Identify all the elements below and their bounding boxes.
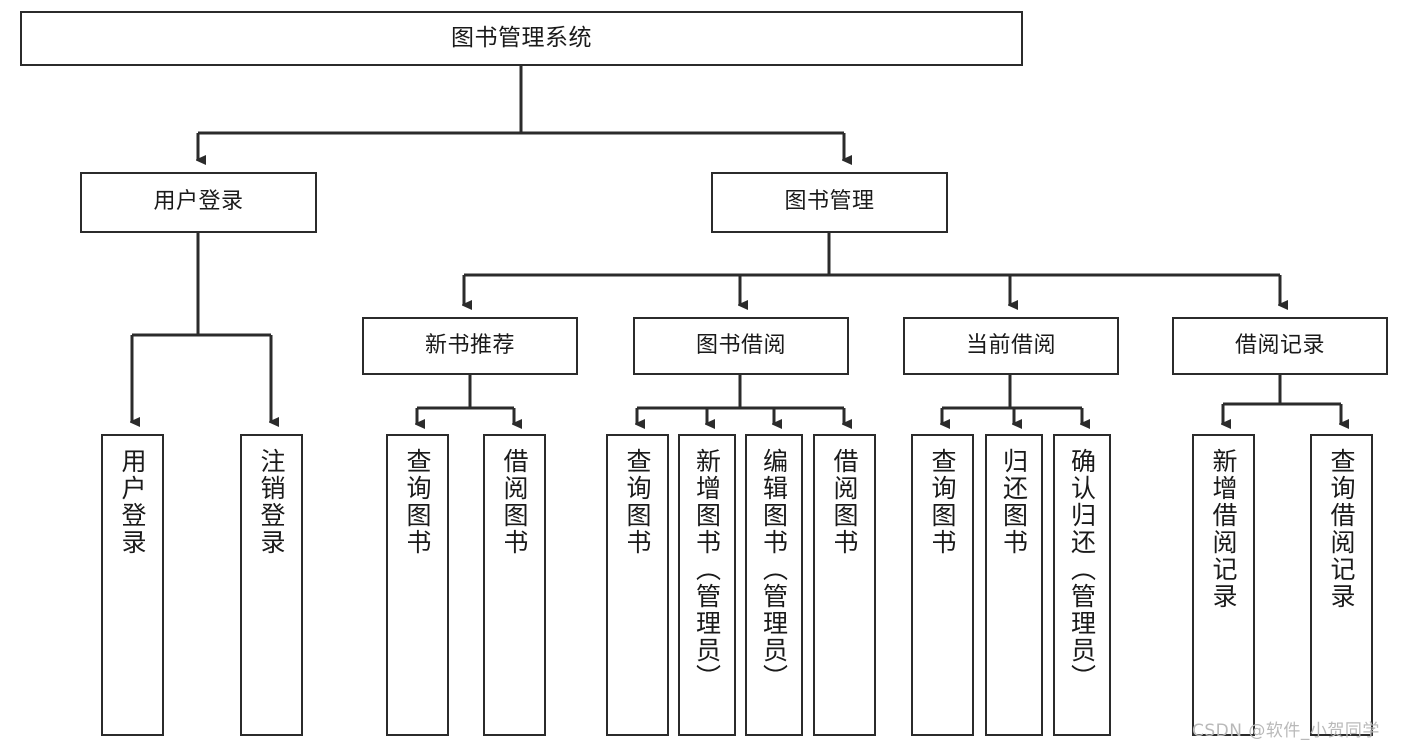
node-user-login[interactable]: 用户登录 [80,172,317,233]
node-new-book-recommend[interactable]: 新书推荐 [362,317,578,375]
node-leaf-user-login-label: 用户登录 [118,448,147,556]
node-leaf-return-book[interactable]: 归还图书 [985,434,1043,736]
node-leaf-query-record-label: 查询借阅记录 [1327,448,1356,610]
node-leaf-add-book[interactable]: 新增图书（管理员） [678,434,736,736]
node-leaf-add-book-label: 新增图书（管理员） [692,448,722,691]
node-leaf-edit-book-label: 编辑图书（管理员） [759,448,789,691]
node-book-manage-label: 图书管理 [784,189,875,215]
node-leaf-add-record-label: 新增借阅记录 [1209,448,1238,610]
node-leaf-logout[interactable]: 注销登录 [240,434,303,736]
node-root[interactable]: 图书管理系统 [20,11,1023,66]
node-leaf-confirm-return[interactable]: 确认归还（管理员） [1053,434,1111,736]
node-current-borrow-label: 当前借阅 [965,332,1056,358]
node-user-login-label: 用户登录 [153,189,244,215]
node-leaf-borrow-book-1-label: 借阅图书 [500,448,529,556]
node-leaf-return-book-label: 归还图书 [999,448,1029,556]
node-leaf-query-book-3[interactable]: 查询图书 [911,434,974,736]
node-leaf-query-book-2[interactable]: 查询图书 [606,434,669,736]
node-root-label: 图书管理系统 [451,24,592,51]
node-leaf-edit-book[interactable]: 编辑图书（管理员） [745,434,803,736]
node-leaf-user-login[interactable]: 用户登录 [101,434,164,736]
node-leaf-logout-label: 注销登录 [257,448,286,556]
node-leaf-query-book-3-label: 查询图书 [928,448,957,556]
node-borrow-record-label: 借阅记录 [1234,332,1325,358]
node-book-manage[interactable]: 图书管理 [711,172,948,233]
node-borrow-record[interactable]: 借阅记录 [1172,317,1388,375]
node-leaf-borrow-book-1[interactable]: 借阅图书 [483,434,546,736]
node-current-borrow[interactable]: 当前借阅 [903,317,1119,375]
node-leaf-borrow-book-2[interactable]: 借阅图书 [813,434,876,736]
node-leaf-confirm-return-label: 确认归还（管理员） [1067,448,1097,691]
node-book-borrow[interactable]: 图书借阅 [633,317,849,375]
node-book-borrow-label: 图书借阅 [695,332,786,358]
node-leaf-query-record[interactable]: 查询借阅记录 [1310,434,1373,736]
node-leaf-borrow-book-2-label: 借阅图书 [830,448,859,556]
node-leaf-query-book-2-label: 查询图书 [623,448,652,556]
node-leaf-add-record[interactable]: 新增借阅记录 [1192,434,1255,736]
node-new-book-recommend-label: 新书推荐 [424,332,515,358]
node-leaf-query-book-1-label: 查询图书 [403,448,432,556]
node-leaf-query-book-1[interactable]: 查询图书 [386,434,449,736]
